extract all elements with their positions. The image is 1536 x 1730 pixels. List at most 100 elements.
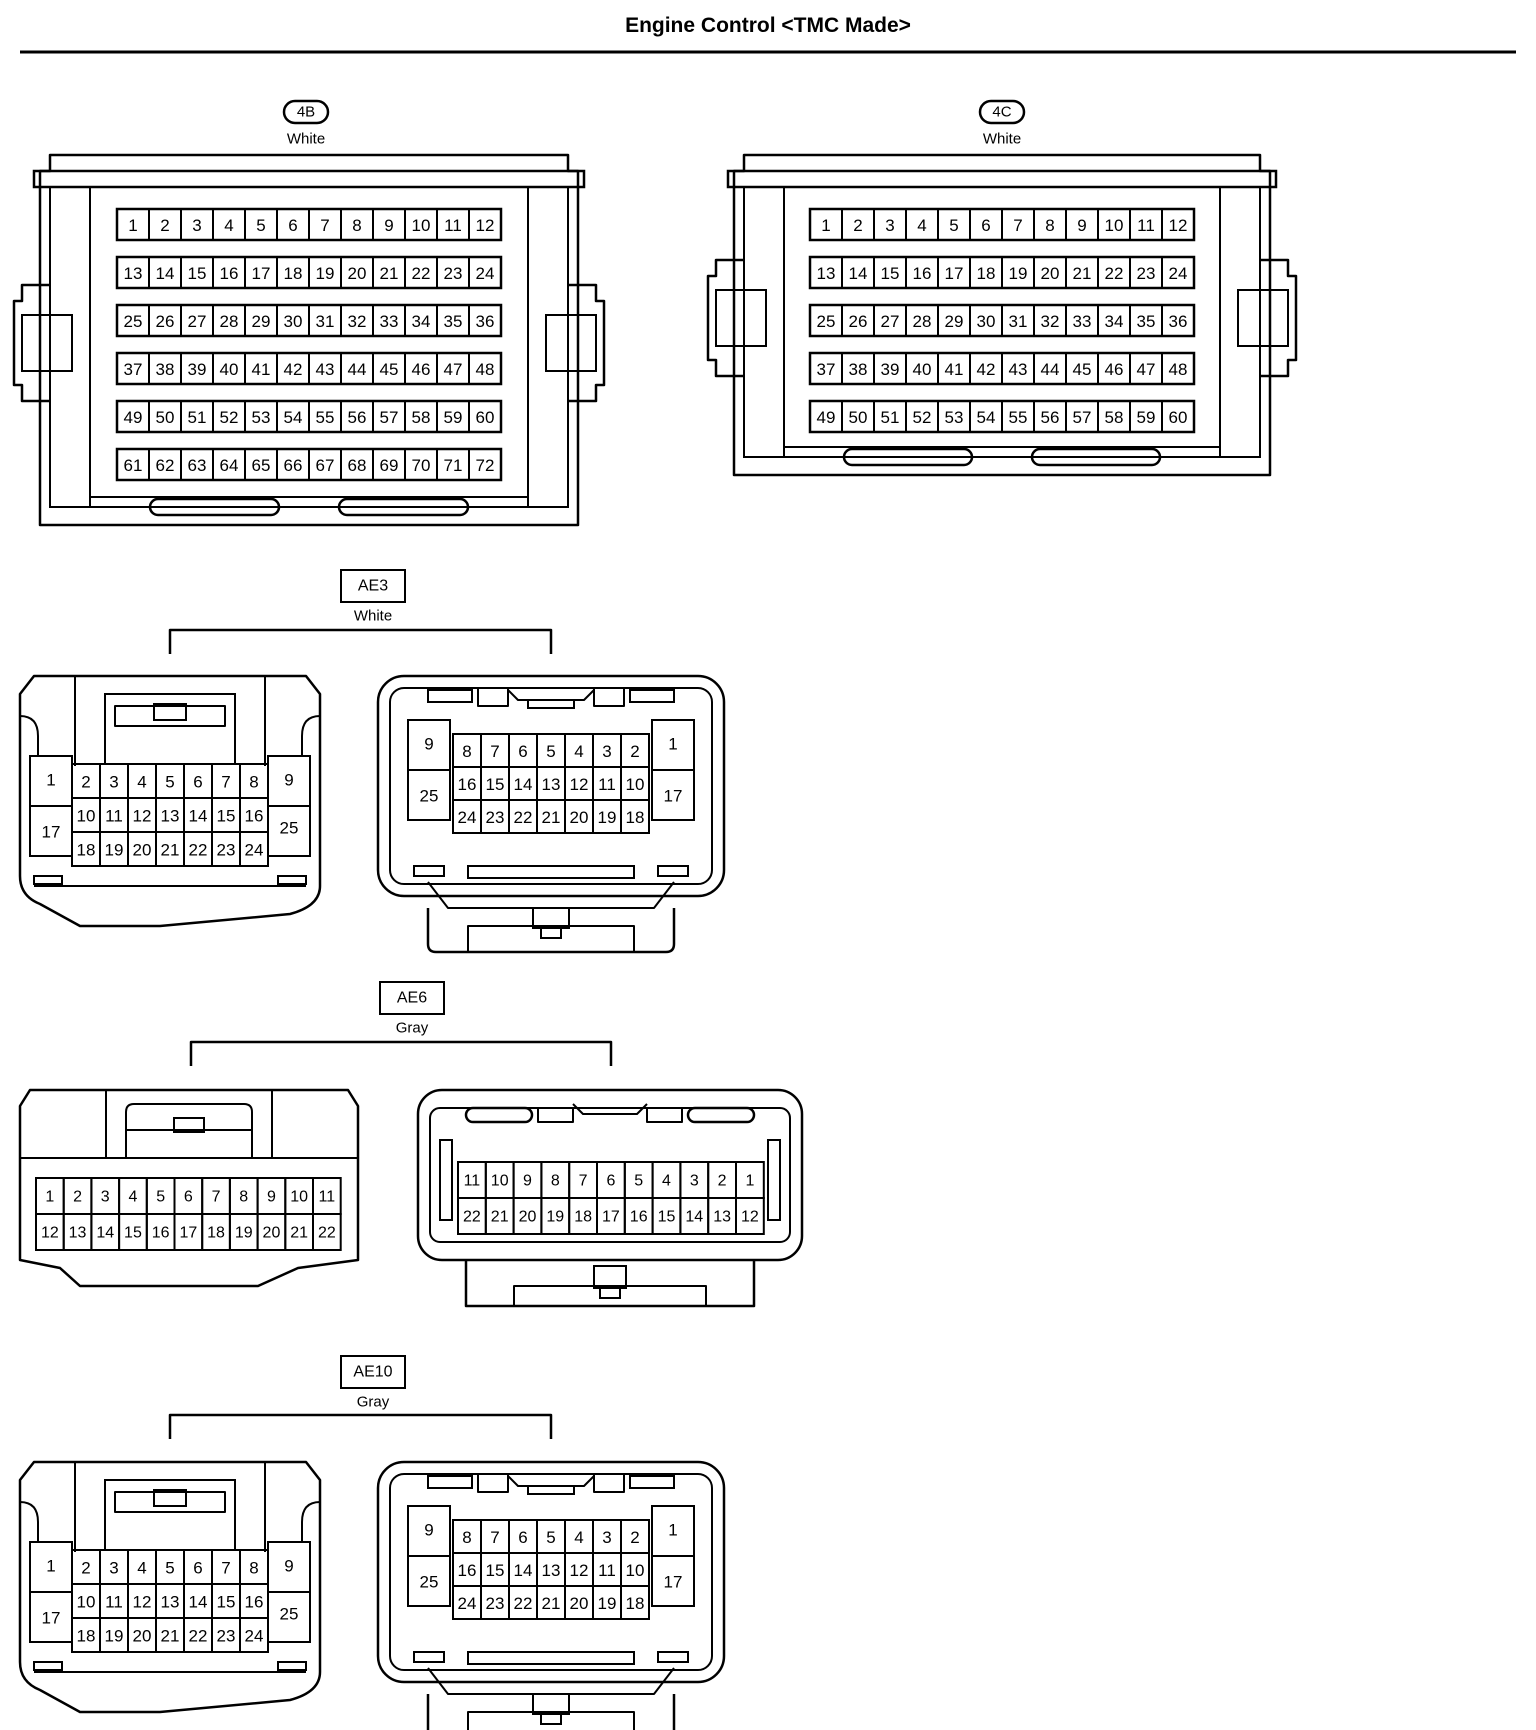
bottom-slot bbox=[337, 497, 470, 517]
pin-number: 8 bbox=[239, 1189, 248, 1206]
pin-number: 66 bbox=[284, 456, 303, 475]
pin-number: 72 bbox=[476, 456, 495, 475]
pin-number: 1 bbox=[745, 1173, 754, 1190]
pin-number: 15 bbox=[124, 1225, 142, 1242]
pin-number: 22 bbox=[189, 1627, 208, 1646]
hood-walls bbox=[74, 1462, 266, 1552]
pin-number: 52 bbox=[913, 408, 932, 427]
pin-number: 9 bbox=[284, 771, 293, 790]
pin-number: 70 bbox=[412, 456, 431, 475]
pin-number: 4 bbox=[137, 1559, 146, 1578]
pin-number: 6 bbox=[518, 742, 527, 761]
pin-number: 15 bbox=[658, 1209, 676, 1226]
connector-color-label: White bbox=[354, 608, 392, 625]
pin-number: 7 bbox=[579, 1173, 588, 1190]
pin-number: 57 bbox=[380, 408, 399, 427]
connector-code-badge bbox=[340, 1355, 406, 1389]
pin-number: 40 bbox=[913, 360, 932, 379]
pin-number: 33 bbox=[380, 312, 399, 331]
top-notches bbox=[477, 688, 625, 707]
bottom-ledge bbox=[89, 496, 529, 507]
pin-number: 48 bbox=[476, 360, 495, 379]
pin-number: 17 bbox=[179, 1225, 197, 1242]
latch-tab bbox=[532, 907, 570, 929]
pin-number: 11 bbox=[105, 807, 123, 826]
pin-number: 23 bbox=[486, 1594, 505, 1613]
top-tab bbox=[527, 699, 575, 709]
pin-number: 14 bbox=[156, 264, 175, 283]
pin-number: 23 bbox=[444, 264, 463, 283]
pin-number: 12 bbox=[1169, 216, 1188, 235]
pin-number: 16 bbox=[220, 264, 239, 283]
pin-number: 16 bbox=[458, 1561, 477, 1580]
pin-number: 15 bbox=[217, 1593, 236, 1612]
pin-number: 45 bbox=[1073, 360, 1092, 379]
pin-number: 15 bbox=[217, 807, 236, 826]
pin-number: 8 bbox=[249, 773, 258, 792]
pin-number: 7 bbox=[490, 1528, 499, 1547]
pin-number: 2 bbox=[81, 1559, 90, 1578]
pin-number: 23 bbox=[217, 841, 236, 860]
pin-number: 13 bbox=[542, 775, 561, 794]
pin-row-frame bbox=[808, 399, 1196, 434]
pin-number: 10 bbox=[1105, 216, 1124, 235]
pin-number: 19 bbox=[105, 1627, 124, 1646]
pin-number: 2 bbox=[160, 216, 169, 235]
side-wall bbox=[49, 186, 91, 508]
pin-number: 25 bbox=[420, 1573, 439, 1592]
bottom-foot bbox=[33, 875, 63, 885]
pin-number: 39 bbox=[881, 360, 900, 379]
pin-cell bbox=[239, 1617, 269, 1653]
side-latch-left bbox=[12, 283, 50, 403]
pin-number: 62 bbox=[156, 456, 175, 475]
plug-housing bbox=[376, 674, 726, 898]
pin-number: 55 bbox=[316, 408, 335, 427]
pin-number: 27 bbox=[881, 312, 900, 331]
connector-code: AE6 bbox=[397, 990, 427, 1007]
pin-number: 16 bbox=[630, 1209, 648, 1226]
pin-number: 25 bbox=[124, 312, 143, 331]
connector-color-label: White bbox=[983, 131, 1021, 148]
pin-number: 2 bbox=[853, 216, 862, 235]
inner-frame bbox=[389, 1473, 713, 1671]
pin-number: 18 bbox=[77, 841, 96, 860]
pin-number: 23 bbox=[486, 808, 505, 827]
side-wall bbox=[1219, 186, 1261, 458]
side-rail bbox=[439, 1139, 453, 1221]
latch-hood bbox=[125, 1103, 253, 1158]
pair-bracket bbox=[168, 628, 553, 654]
bottom-key bbox=[413, 865, 445, 877]
bottom-slot bbox=[1030, 447, 1162, 467]
pin-number: 21 bbox=[542, 808, 561, 827]
connector-color-label: White bbox=[287, 131, 325, 148]
bottom-slot bbox=[148, 497, 281, 517]
pin-cell bbox=[620, 799, 650, 834]
pin-number: 41 bbox=[945, 360, 964, 379]
latch-nub bbox=[540, 1711, 562, 1725]
latch-tab bbox=[173, 1117, 205, 1133]
pin-number: 1 bbox=[46, 771, 55, 790]
pin-number: 21 bbox=[161, 1627, 180, 1646]
pin-number: 7 bbox=[212, 1189, 221, 1206]
pin-number: 14 bbox=[849, 264, 868, 283]
pin-number: 7 bbox=[320, 216, 329, 235]
plug-housing bbox=[18, 1460, 322, 1714]
pin-number: 11 bbox=[319, 1189, 336, 1206]
pin-number: 5 bbox=[156, 1189, 165, 1206]
pin-number: 58 bbox=[1105, 408, 1124, 427]
pin-number: 54 bbox=[284, 408, 303, 427]
pin-number: 68 bbox=[348, 456, 367, 475]
latch-tab bbox=[532, 1693, 570, 1715]
pin-number: 51 bbox=[881, 408, 900, 427]
pin-number: 25 bbox=[817, 312, 836, 331]
top-slot bbox=[464, 1106, 534, 1124]
page-title: Engine Control <TMC Made> bbox=[625, 14, 911, 37]
pin-number: 3 bbox=[602, 742, 611, 761]
pin-row-frame bbox=[808, 255, 1196, 290]
pin-number: 2 bbox=[81, 773, 90, 792]
pin-number: 22 bbox=[412, 264, 431, 283]
